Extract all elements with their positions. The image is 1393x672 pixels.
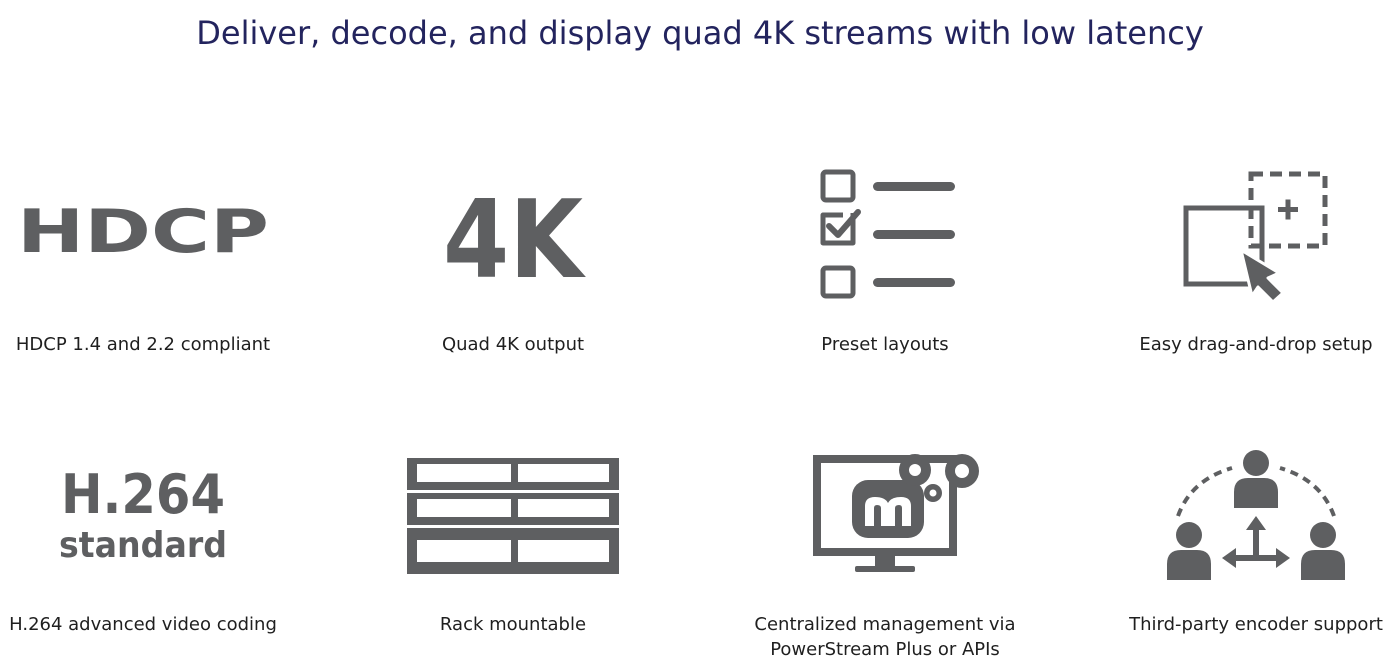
- hdcp-logo-icon: HDCP: [0, 160, 303, 310]
- feature-caption: Third-party encoder support: [1129, 614, 1383, 635]
- network-users-icon: [1096, 440, 1393, 590]
- feature-caption: HDCP 1.4 and 2.2 compliant: [15, 334, 271, 355]
- feature-caption: H.264 advanced video coding: [9, 614, 277, 635]
- 4k-text: 4K: [443, 178, 586, 303]
- rack-icon: [353, 440, 673, 590]
- monitor-gears-icon: [725, 440, 1045, 590]
- h264-icon: H.264 standard: [0, 440, 303, 590]
- hdcp-logo-text: HDCP: [17, 197, 269, 267]
- 4k-icon: 4K: [353, 160, 673, 310]
- standard-text: standard: [59, 525, 227, 566]
- feature-caption-line: PowerStream Plus or APIs: [770, 639, 1000, 660]
- feature-caption: Easy drag-and-drop setup: [1139, 334, 1373, 355]
- feature-caption-line: Centralized management via: [754, 614, 1016, 635]
- feature-caption: Quad 4K output: [441, 334, 585, 355]
- checklist-icon: [725, 160, 1045, 310]
- feature-caption: Centralized management via PowerStream P…: [725, 612, 1045, 662]
- feature-caption: Rack mountable: [439, 614, 587, 635]
- drag-and-drop-icon: [1096, 160, 1393, 310]
- page-headline: Deliver, decode, and display quad 4K str…: [196, 14, 1204, 52]
- h264-text: H.264: [61, 463, 225, 526]
- feature-caption: Preset layouts: [821, 334, 949, 355]
